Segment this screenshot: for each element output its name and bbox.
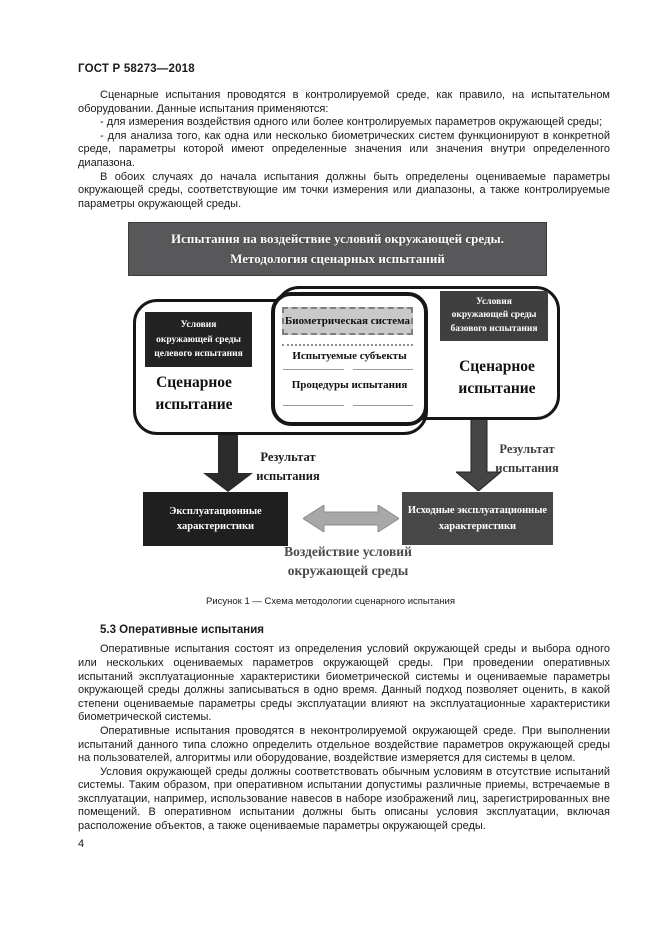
section-text-block: Оперативные испытания состоят из определ… bbox=[0, 643, 661, 833]
left-scenario-test-label: Сценарное испытание bbox=[155, 374, 233, 414]
performance-characteristics-box: Эксплуатационные характеристики bbox=[143, 492, 288, 547]
baseline-performance-characteristics-box: Исходные эксплуатационные характеристики bbox=[402, 492, 553, 546]
right-scenario-test-label: Сценарное испытание bbox=[458, 358, 536, 398]
blank-line bbox=[282, 344, 413, 347]
test-subjects-label: Испытуемые субъекты bbox=[292, 350, 407, 363]
shared-test-elements-frame: Биометрическая система Испытуемые субъек… bbox=[271, 292, 428, 427]
baseline-test-environment-box: Условия окружающей среды базового испыта… bbox=[440, 291, 548, 342]
paragraph-list-item: - для измерения воздействия одного или б… bbox=[100, 116, 603, 129]
intro-text-block: Сценарные испытания проводятся в контрол… bbox=[0, 89, 661, 211]
right-test-result-label: Результат испытания bbox=[495, 442, 559, 476]
target-test-environment-box: Условия окружающей среды целевого испыта… bbox=[145, 312, 252, 368]
blank-line bbox=[283, 405, 413, 407]
section-heading: 5.3 Оперативные испытания bbox=[100, 624, 265, 637]
paragraph: В обоих случаях до начала испытания долж… bbox=[78, 170, 610, 210]
paragraph: Оперативные испытания проводятся в некон… bbox=[78, 724, 610, 765]
document-number-header: ГОСТ Р 58273—2018 bbox=[78, 63, 195, 75]
environment-impact-label: Воздействие условий окружающей среды bbox=[284, 544, 412, 579]
paragraph: Оперативные испытания состоят из определ… bbox=[78, 643, 610, 724]
figure-1-diagram: Испытания на воздействие условий окружаю… bbox=[0, 222, 661, 584]
figure-caption: Рисунок 1 — Схема методологии сценарного… bbox=[205, 596, 455, 608]
down-arrow-icon bbox=[456, 418, 501, 492]
double-arrow-icon bbox=[303, 505, 399, 533]
down-arrow-icon bbox=[203, 435, 253, 493]
biometric-system-box: Биометрическая система bbox=[282, 307, 413, 336]
figure-title-banner: Испытания на воздействие условий окружаю… bbox=[128, 222, 547, 277]
left-test-result-label: Результат испытания bbox=[256, 450, 320, 484]
page-number: 4 bbox=[78, 838, 85, 850]
paragraph: Условия окружающей среды должны соответс… bbox=[78, 765, 610, 833]
blank-line bbox=[283, 369, 413, 371]
paragraph-list-item: - для анализа того, как одна или несколь… bbox=[78, 129, 610, 169]
test-procedures-label: Процедуры испытания bbox=[291, 379, 408, 392]
paragraph: Сценарные испытания проводятся в контрол… bbox=[78, 89, 610, 115]
